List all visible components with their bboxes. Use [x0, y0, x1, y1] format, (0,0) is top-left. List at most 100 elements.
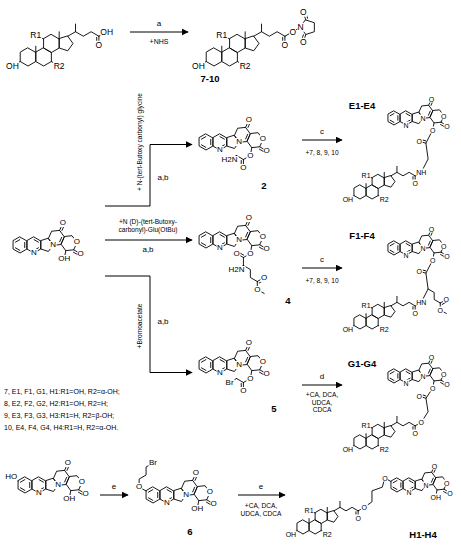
atom-label: O [416, 268, 422, 275]
atom-label: O [192, 469, 199, 477]
atom-label: OH [430, 493, 442, 500]
reagent-label: +N (D)-(tert-Butoxy-carbonyl)-Glu(OtBu) [106, 218, 190, 233]
atom-label: N [406, 489, 412, 496]
atom-label: O [240, 387, 247, 395]
atom-label: O [64, 459, 71, 467]
compound-number: E1-E4 [348, 101, 375, 111]
compound-structure: NNOOOOH [5, 200, 105, 282]
ring-outline [230, 35, 246, 53]
atom-label: O [430, 384, 436, 391]
atom-label: OH [100, 27, 114, 36]
atom-label: H2N [228, 266, 245, 274]
atom-label: O [247, 375, 254, 383]
bond-line [210, 237, 211, 242]
bond-line [339, 501, 340, 507]
compound-structure: 7-10R1R2OHOONOO [188, 2, 388, 84]
atom-label: OH [191, 505, 204, 513]
step-letter: a,b [156, 318, 169, 326]
atom-label: O [416, 393, 422, 400]
bond-line [243, 266, 257, 282]
bond-line [428, 289, 440, 303]
atom-label: NH [416, 169, 427, 176]
atom-label: O [78, 478, 85, 486]
compound-number: 7-10 [200, 74, 220, 84]
bond-line [20, 488, 24, 491]
atom-label: O [300, 38, 308, 47]
bond-line [309, 519, 310, 524]
atom-label: H2N [221, 156, 238, 164]
atom-label: O [428, 225, 434, 232]
atom-label: O [441, 242, 447, 249]
ring-outline [372, 305, 384, 319]
atom-label: OH [192, 62, 206, 71]
atom-label: O [245, 116, 252, 124]
bond-line [396, 166, 397, 172]
bond-line [391, 172, 415, 176]
ring-outline [354, 185, 366, 199]
atom-label: R2 [322, 531, 332, 538]
ring-outline [388, 369, 400, 383]
atom-label: O [73, 238, 80, 246]
reaction-arrow [100, 495, 128, 496]
atom-label: O [263, 147, 270, 155]
atom-label: N [297, 23, 304, 32]
ring-outline [384, 426, 395, 437]
bond-line [65, 477, 67, 482]
atom-label: O [447, 489, 453, 496]
bond-line [409, 481, 413, 483]
atom-label: O [443, 296, 449, 303]
compound-number: 6 [187, 527, 193, 537]
ring-outline [354, 315, 366, 329]
atom-label: N [403, 380, 409, 387]
atom-label: R2 [379, 326, 389, 333]
atom-label: N [423, 482, 429, 489]
bond-line [390, 372, 394, 374]
bond-line [334, 507, 358, 511]
reagent-label: +CA, DCA, UDCA, CDCA [238, 502, 284, 517]
atom-label: N [420, 373, 426, 380]
atom-label: O [444, 479, 450, 486]
bond-line [391, 422, 415, 426]
compound-structure: E1-E4R1R2OHONHOONNOOO [342, 92, 459, 217]
ring-outline [59, 36, 73, 51]
atom-label: O [263, 370, 270, 378]
bond-line [20, 480, 24, 483]
reaction-arrow [105, 145, 192, 207]
atom-label: N [403, 122, 409, 129]
reagent-label: +CA, DCA, UDCA, CDCA [302, 391, 342, 414]
step-letter: c [319, 128, 325, 136]
atom-label: O [437, 306, 443, 313]
compound-number: G1-G4 [347, 359, 377, 369]
bond-line [366, 434, 367, 439]
atom-label: O [412, 429, 418, 436]
bond-line [384, 422, 385, 428]
legend-note: 8, E2, F2, G2, H2:R1=OH, R2=H; [4, 400, 108, 408]
ring-outline [20, 48, 36, 66]
bond-line [421, 130, 433, 173]
ring-outline [354, 435, 366, 449]
compound-structure: 5NNOOOOOBr [192, 325, 302, 420]
bond-line [201, 243, 205, 246]
bond-line [390, 250, 394, 252]
compound-structure: HONNOOOOH [3, 445, 100, 545]
reaction-arrow [105, 240, 192, 241]
compound-number: H1-H4 [409, 530, 437, 540]
bond-line [396, 416, 397, 422]
bond-line [384, 172, 385, 178]
atom-label: Br [225, 379, 234, 387]
atom-label: O [259, 358, 266, 366]
bond-line [29, 482, 30, 487]
bond-line [157, 492, 158, 497]
atom-label: O [136, 483, 143, 491]
atom-label: R2 [379, 446, 389, 453]
atom-label: O [247, 250, 254, 258]
atom-label: O [206, 488, 213, 496]
atom-label: OH [342, 326, 354, 333]
ring-outline [372, 175, 384, 189]
bond-line [390, 378, 394, 380]
atom-label: N [403, 252, 409, 259]
atom-label: O [263, 245, 270, 253]
bond-line [400, 483, 401, 487]
bond-line [15, 248, 19, 251]
